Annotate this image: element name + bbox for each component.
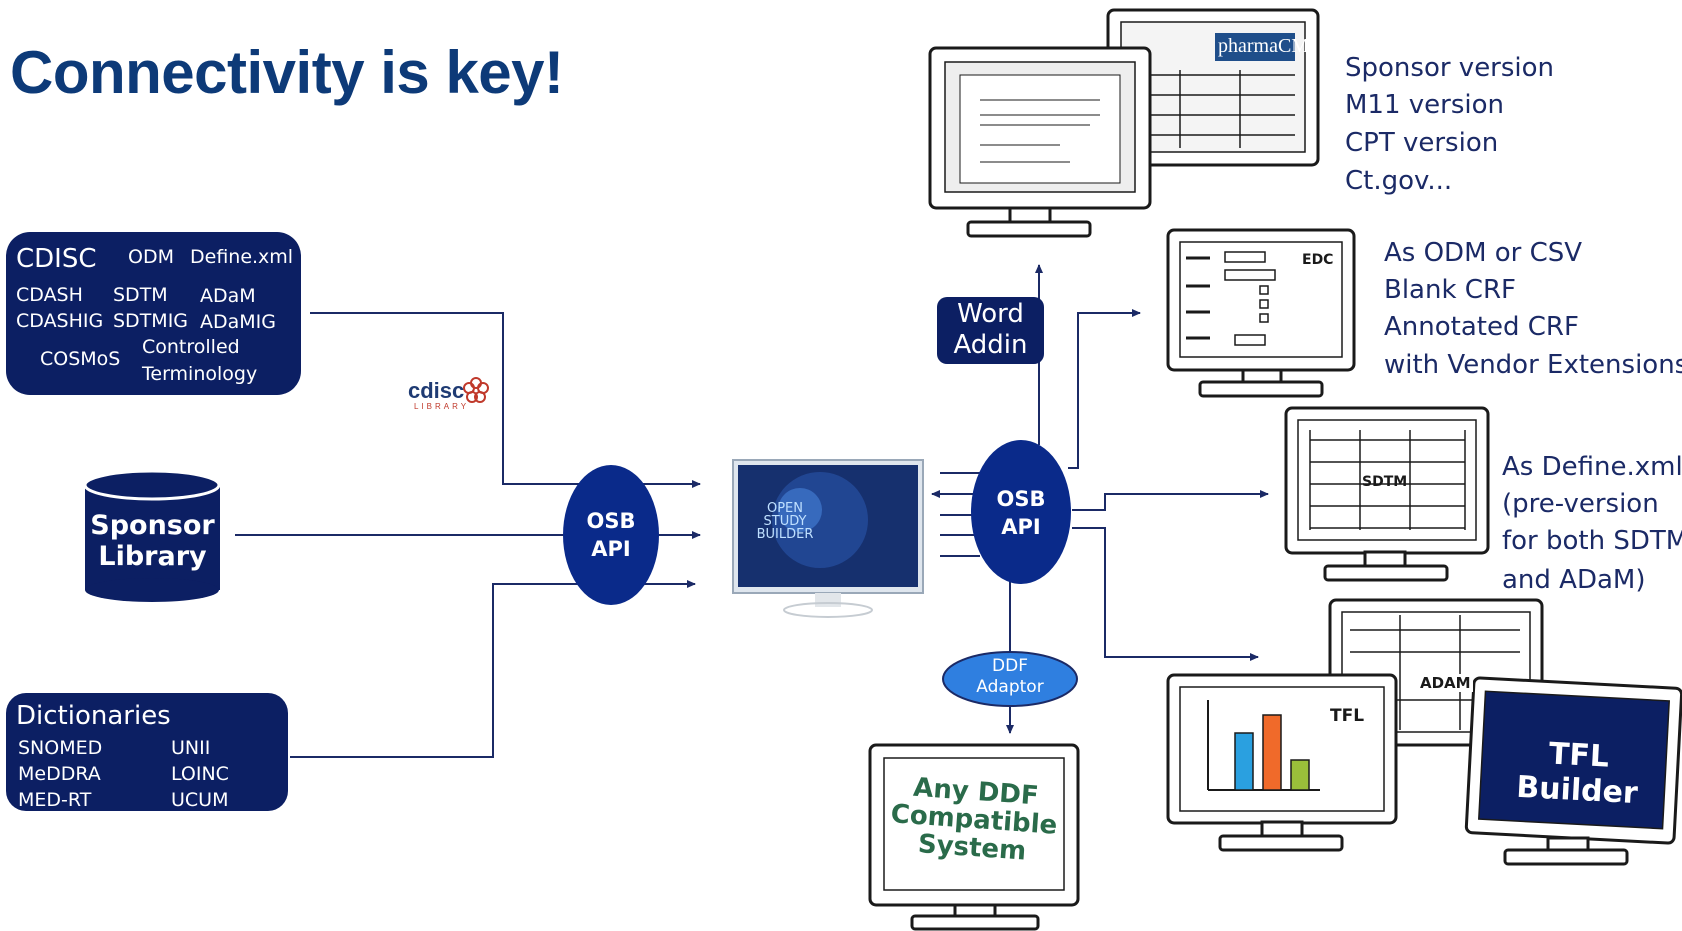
sponsor-library-cylinder xyxy=(83,469,221,602)
define-output-item: and ADaM) xyxy=(1502,565,1646,595)
ddf-adaptor-shape xyxy=(942,651,1078,707)
study-builder-title: OPEN STUDY BUILDER xyxy=(745,502,825,541)
ddf-system-label: Any DDF Compatible System xyxy=(881,772,1066,868)
protocol-output-item: Sponsor version xyxy=(1345,53,1555,83)
word-addin-line2: Addin xyxy=(953,330,1028,360)
dictionaries-heading: Dictionaries xyxy=(16,701,171,731)
protocol-output-item: CPT version xyxy=(1345,128,1499,158)
cdisc-item: CDASH xyxy=(16,284,83,306)
edc-output-item: Annotated CRF xyxy=(1384,312,1579,342)
edc-output-item: with Vendor Extensions xyxy=(1384,350,1682,380)
cdisc-item: COSMoS xyxy=(40,348,121,370)
cdisc-library-logo: cdisc LIBRARY xyxy=(408,378,468,414)
study-builder-line2: STUDY xyxy=(763,514,807,529)
cdisc-item: Controlled xyxy=(142,336,240,358)
sdtm-monitor xyxy=(1284,406,1490,582)
dictionaries-box: Dictionaries SNOMED UNII MeDDRA LOINC ME… xyxy=(6,693,288,811)
edc-monitor xyxy=(1166,228,1356,398)
osb-api-right-line2: API xyxy=(1001,515,1041,539)
tfl-builder-label: TFL Builder xyxy=(1515,736,1639,812)
cdisc-logo-word: cdisc xyxy=(408,378,465,403)
cdisc-item: SDTM xyxy=(113,284,168,306)
dictionary-item: UNII xyxy=(171,737,211,759)
cdisc-box: CDISC ODM Define.xml CDASH SDTM ADaM CDA… xyxy=(6,232,301,395)
protocol-output-item: M11 version xyxy=(1345,90,1505,120)
cdisc-item: SDTMIG xyxy=(113,310,189,332)
osb-api-left-shape xyxy=(563,465,659,605)
cdisc-item: ODM xyxy=(128,246,174,268)
sponsor-library-label: Sponsor Library xyxy=(85,510,220,572)
cdisc-item: ADaMIG xyxy=(200,311,276,333)
osb-api-right-line1: OSB xyxy=(996,487,1046,511)
pharmacm-brand: pharmaCM xyxy=(1218,35,1310,57)
define-output-item: (pre-version xyxy=(1502,489,1659,519)
osb-api-left-line2: API xyxy=(591,537,631,561)
dictionary-item: LOINC xyxy=(171,763,229,785)
cdisc-heading: CDISC xyxy=(16,244,97,274)
tfl-monitor-label: TFL xyxy=(1330,706,1365,726)
cdisc-item: Terminology xyxy=(142,363,258,385)
tfl-monitor xyxy=(1166,673,1398,852)
protocol-output-item: Ct.gov... xyxy=(1345,166,1453,196)
ddf-adaptor-line2: Adaptor xyxy=(976,677,1044,697)
protocol-monitor xyxy=(928,8,1320,238)
cdisc-star-icon xyxy=(463,377,489,403)
dictionary-item: MeDDRA xyxy=(18,763,101,785)
dictionary-item: UCUM xyxy=(171,789,229,811)
ddf-adaptor-line1: DDF xyxy=(992,656,1028,676)
ddf-monitor xyxy=(868,743,1080,931)
dictionary-item: MED-RT xyxy=(18,789,92,811)
page-title: Connectivity is key! xyxy=(10,39,564,106)
sponsor-library-line2: Library xyxy=(98,541,207,572)
cdisc-item: ADaM xyxy=(200,285,256,307)
osb-api-right-label: OSB API xyxy=(981,485,1061,541)
study-builder-line3: BUILDER xyxy=(756,527,814,542)
edc-output-item: As ODM or CSV xyxy=(1384,238,1583,268)
word-addin-line1: Word xyxy=(957,299,1024,329)
edc-monitor-label: EDC xyxy=(1302,252,1334,268)
sponsor-library-line1: Sponsor xyxy=(90,510,215,541)
word-addin-shape xyxy=(937,297,1044,364)
osb-api-left-line1: OSB xyxy=(586,509,636,533)
osb-api-right-shape xyxy=(971,440,1071,584)
cdisc-logo-sub: LIBRARY xyxy=(414,402,470,411)
cdisc-item: Define.xml xyxy=(190,246,294,268)
tfl-builder-monitor xyxy=(1464,676,1682,866)
cdisc-item: CDASHIG xyxy=(16,310,104,332)
dictionary-item: SNOMED xyxy=(18,737,103,759)
sdtm-monitor-label: SDTM xyxy=(1362,474,1408,490)
osb-api-left-label: OSB API xyxy=(571,507,651,563)
ddf-adaptor-label: DDF Adaptor xyxy=(943,656,1077,698)
edc-output-item: Blank CRF xyxy=(1384,275,1516,305)
define-output-item: for both SDTM xyxy=(1502,526,1682,556)
study-builder-line1: OPEN xyxy=(766,501,803,516)
define-output-item: As Define.xml xyxy=(1502,452,1682,482)
adam-monitor-label: ADAM xyxy=(1418,674,1473,692)
study-builder-monitor xyxy=(732,459,924,618)
word-addin-label: Word Addin xyxy=(937,299,1044,361)
